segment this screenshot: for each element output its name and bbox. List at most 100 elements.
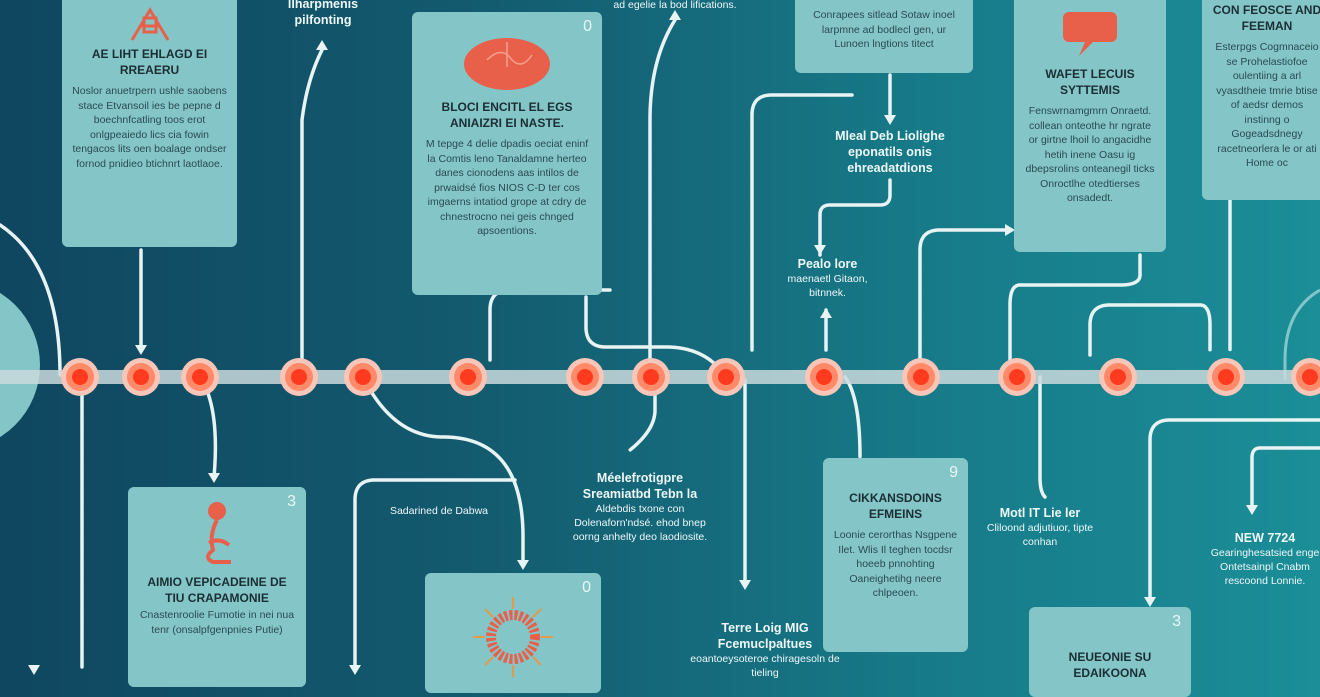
connector-path (628, 388, 657, 452)
arrow-head (1246, 505, 1258, 515)
card-9: 3 NEUEONIE SU EDAIKOONA (1029, 607, 1191, 697)
decorative-circle (0, 292, 40, 438)
label-body: eoantoeysoteroe chiragesoln de tieling (690, 653, 840, 679)
connector-path (1148, 418, 1320, 602)
connector-path (300, 48, 324, 362)
card-5: CON FEOSCE AND FEEMAN Esterpgs Cogmnacei… (1202, 0, 1320, 200)
connector-path (1250, 446, 1320, 510)
card-title: WAFET LECUIS SYTTEMIS (1045, 67, 1135, 97)
brain-icon (464, 38, 550, 90)
card-4: WAFET LECUIS SYTTEMIS Fenswrnamgmrn Onra… (1014, 0, 1166, 252)
arrow-head (814, 245, 826, 255)
timeline-node (355, 369, 371, 385)
timeline-node (72, 369, 88, 385)
label-title: Pealo lore (797, 257, 858, 271)
card-body: Cnastenroolie Fumotie in nei nua tenr (o… (139, 609, 295, 636)
arrow-head (517, 560, 529, 570)
arrow-head (820, 308, 832, 318)
label-title: Terre Loig MIG Fcemuclpaltues (717, 621, 813, 651)
label-body: Sadarined de Dabwa (389, 505, 489, 517)
label-body: ad egelie la bod lifications. (613, 0, 737, 11)
timeline-node (643, 369, 659, 385)
card-title: AIMIO VEPICADEINE DE TIU CRAPAMONIE (147, 575, 287, 605)
arrow-head (884, 115, 896, 125)
card-8: 9 CIKKANSDOINS EFMEINS Loonie cerorthas … (823, 458, 968, 652)
arrow-head (1144, 597, 1156, 607)
label-title: NEW 7724 (1234, 531, 1296, 545)
card-title: AE LIHT EHLAGD EI RREAERU (91, 47, 208, 77)
speech-bubble-icon (1063, 12, 1117, 56)
connector-path (0, 223, 84, 669)
connector-path (918, 228, 1012, 362)
label-title: Méelefrotigpre Sreamiatbd Tebn la (582, 471, 698, 501)
arrow-head (739, 580, 751, 590)
card-7: 0 (425, 573, 601, 693)
timeline-node (133, 369, 149, 385)
timeline-node (460, 369, 476, 385)
card-badge: 0 (582, 579, 591, 596)
timeline-node (192, 369, 208, 385)
label-body: Cliloond adjutiuor, tipte conhan (986, 522, 1094, 548)
card-title: CIKKANSDOINS EFMEINS (849, 491, 942, 521)
card-body: Esterpgs Cogmnaceio se Prohelastiofoe ou… (1215, 41, 1319, 169)
label-1: Ilharpmenis pilfonting (268, 0, 378, 28)
arrow-head (208, 473, 220, 483)
card-badge: 0 (583, 18, 592, 35)
label-title: Mleal Deb Liolighe eponatils onis ehread… (835, 129, 945, 175)
label-title: Motl IT Lie ler (999, 506, 1081, 520)
connector-arc (1283, 288, 1320, 380)
card-title: BLOCI ENCITL EL EGS ANIAIZRI EI NASTE. (441, 100, 573, 130)
card-2: 0 BLOCI ENCITL EL EGS ANIAIZRI EI NASTE.… (412, 12, 602, 295)
card-body: Fenswrnamgmrn Onraetd. collean onteothe … (1025, 105, 1155, 204)
arrow-head (669, 10, 681, 20)
connector-path (648, 18, 677, 362)
timeline-node (577, 369, 593, 385)
connector-path (361, 375, 525, 564)
connector-path (843, 375, 862, 459)
label-body: Aldebdis txone con Dolenaforn'ndsé. ehod… (572, 503, 708, 543)
label-6: Sadarined de Dabwa (372, 502, 506, 528)
timeline-node (913, 369, 929, 385)
tent-icon (130, 7, 169, 41)
timeline-node (718, 369, 734, 385)
timeline-node (1110, 369, 1126, 385)
card-title: NEUEONIE SU EDAIKOONA (1068, 650, 1152, 680)
timeline-node (816, 369, 832, 385)
timeline-node (291, 369, 307, 385)
card-3: Conrapees sitlead Sotaw inoel larpmne ad… (795, 0, 973, 73)
timeline-node (1009, 369, 1025, 385)
card-title: CON FEOSCE AND FEEMAN (1212, 3, 1320, 33)
card-body: M tepge 4 delie dpadis oeciat eninf la C… (425, 138, 589, 237)
connector-path (818, 178, 892, 257)
card-body: Conrapees sitlead Sotaw inoel larpmne ad… (813, 9, 955, 50)
card-1: AE LIHT EHLAGD EI RREAERU Noslor anuetrp… (62, 0, 237, 247)
label-body: maenaetl Gitaon, bitnnek. (787, 273, 868, 299)
connector-path (1088, 303, 1212, 357)
label-2: ad egelie la bod lifications. (600, 0, 750, 12)
sun-icon (473, 597, 553, 677)
card-6: 3 AIMIO VEPICADEINE DE TIU CRAPAMONIE Cn… (128, 487, 306, 687)
card-badge: 9 (949, 464, 958, 481)
label-title: Ilharpmenis pilfonting (287, 0, 359, 27)
arrow-head (1005, 224, 1015, 236)
label-4: Pealo lore maenaetl Gitaon, bitnnek. (770, 256, 885, 300)
connector-path (584, 295, 728, 379)
connector-path (750, 93, 854, 352)
connector-path (353, 478, 517, 672)
arrow-head (135, 345, 147, 355)
timeline-node (1218, 369, 1234, 385)
label-3: Mleal Deb Liolighe eponatils onis ehread… (815, 128, 965, 176)
arrow-head (316, 40, 328, 50)
card-badge: 3 (287, 493, 296, 510)
connector-path (1008, 253, 1142, 362)
timeline-node (1302, 369, 1318, 385)
card-body: Noslor anuetrpern ushle saobens stace Et… (72, 85, 227, 170)
card-badge: 3 (1172, 613, 1181, 630)
label-body: Gearinghesatsied enge Ontetsainpl Cnabm … (1210, 547, 1320, 587)
connector-path (488, 288, 612, 362)
arrow-head (349, 665, 361, 675)
